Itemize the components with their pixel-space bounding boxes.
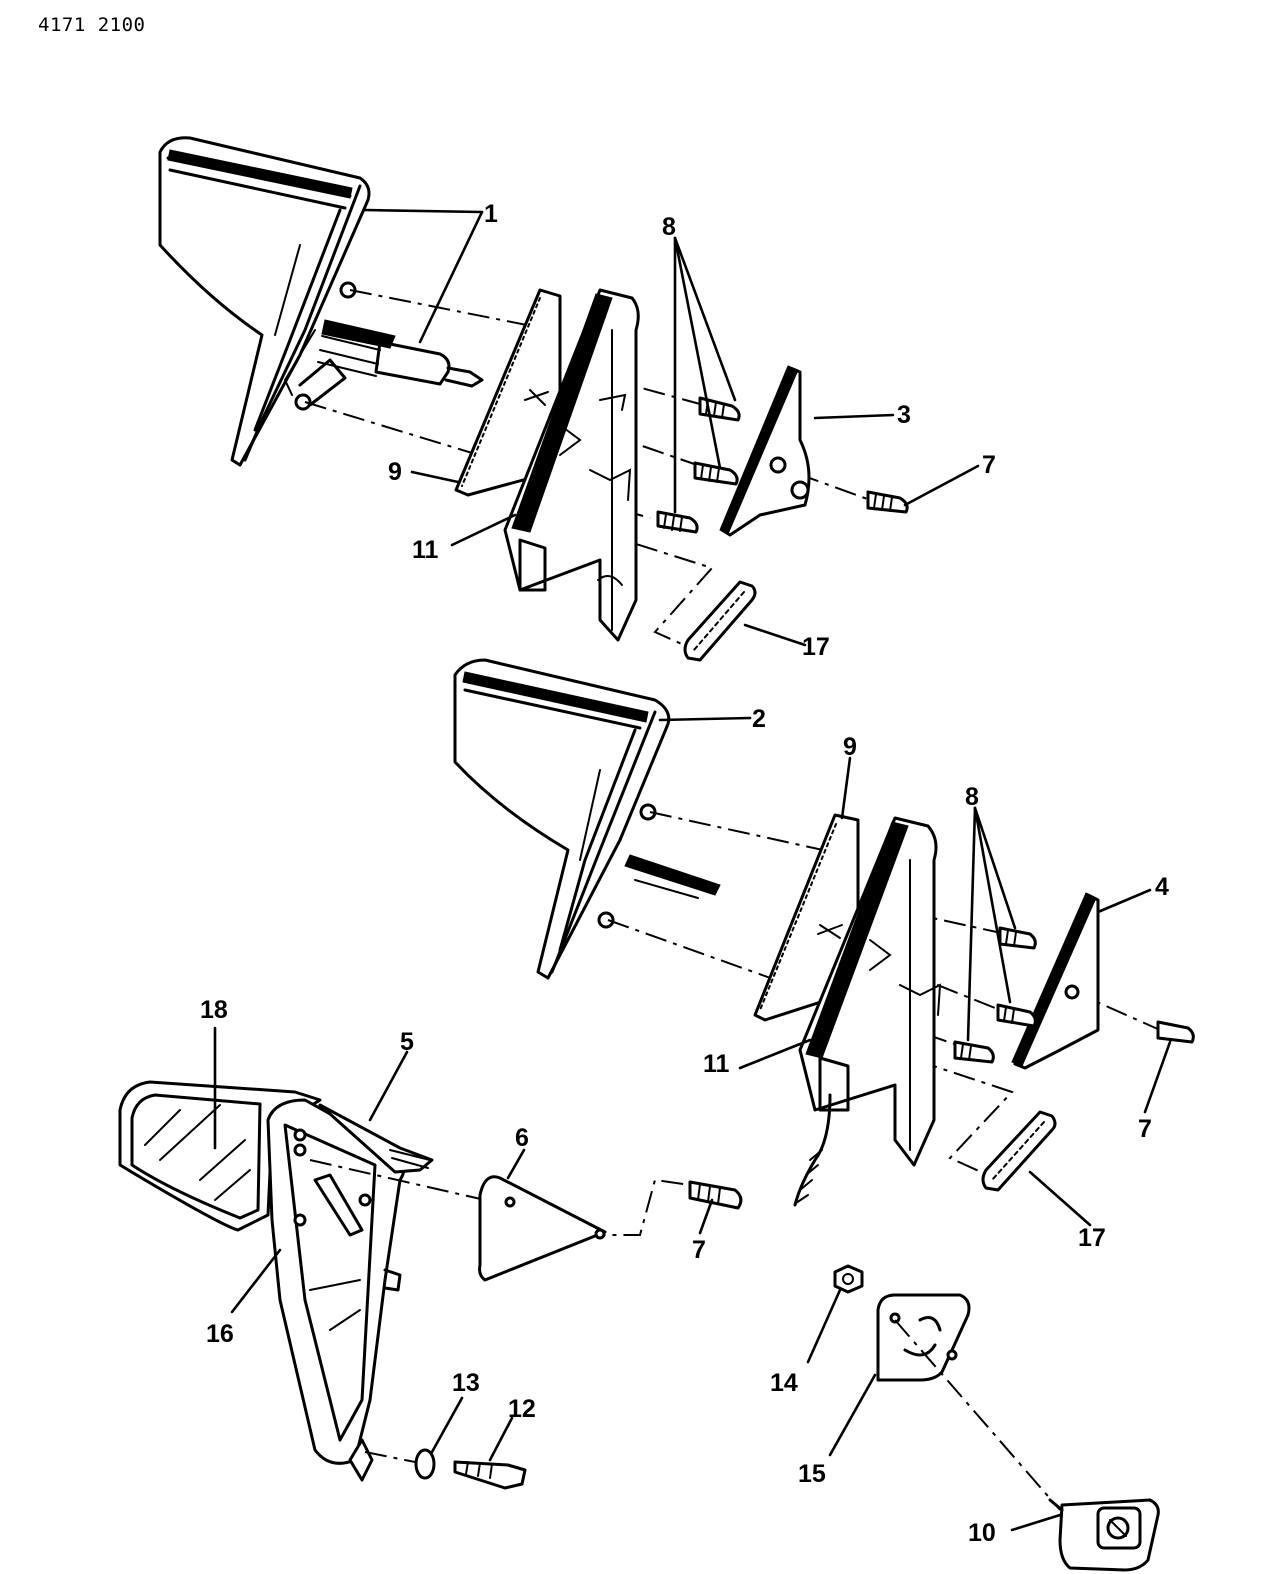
- callout-10: 10: [968, 1519, 996, 1547]
- callout-18: 18: [200, 996, 228, 1024]
- callout-11-middle: 11: [703, 1050, 730, 1078]
- callout-5: 5: [400, 1028, 414, 1056]
- callout-6: 6: [515, 1124, 529, 1152]
- callout-11-upper: 11: [412, 536, 439, 564]
- leader-lines: [213, 208, 1172, 1532]
- callout-15: 15: [798, 1460, 826, 1488]
- callout-9-middle: 9: [843, 733, 857, 761]
- screw-8f: [953, 1040, 995, 1064]
- callout-9-upper: 9: [388, 458, 402, 486]
- mirror-assembly-lower: [453, 658, 1195, 1207]
- callout-7-middle: 7: [1138, 1115, 1152, 1143]
- callout-8-upper: 8: [662, 213, 676, 241]
- manual-mirror-assembly: [118, 1080, 743, 1490]
- callout-labels: 1 2 3 4 5 6 7 7 7 7 8 8 9 9 10 11 11 12 …: [200, 200, 1169, 1547]
- callout-13: 13: [452, 1369, 480, 1397]
- callout-7-upper: 7: [982, 451, 996, 479]
- callout-16: 16: [206, 1320, 234, 1348]
- mirror-switch-assembly: [833, 1264, 1160, 1572]
- callout-17-middle: 17: [1078, 1224, 1106, 1252]
- callout-7-lower: 7: [692, 1236, 706, 1264]
- callout-1: 1: [484, 200, 498, 228]
- callout-2: 2: [752, 705, 766, 733]
- callout-3: 3: [897, 401, 911, 429]
- screw-8c: [656, 510, 699, 534]
- callout-8-middle: 8: [965, 783, 979, 811]
- screw-8e: [996, 1003, 1037, 1028]
- screw-8b: [693, 461, 739, 486]
- callout-14: 14: [770, 1369, 798, 1397]
- mirror-assembly-upper: [158, 136, 909, 662]
- callout-17-upper: 17: [802, 633, 830, 661]
- document-id: 4171 2100: [38, 14, 146, 36]
- screw-8d: [998, 926, 1037, 950]
- callout-4: 4: [1155, 873, 1169, 901]
- callout-12: 12: [508, 1395, 536, 1423]
